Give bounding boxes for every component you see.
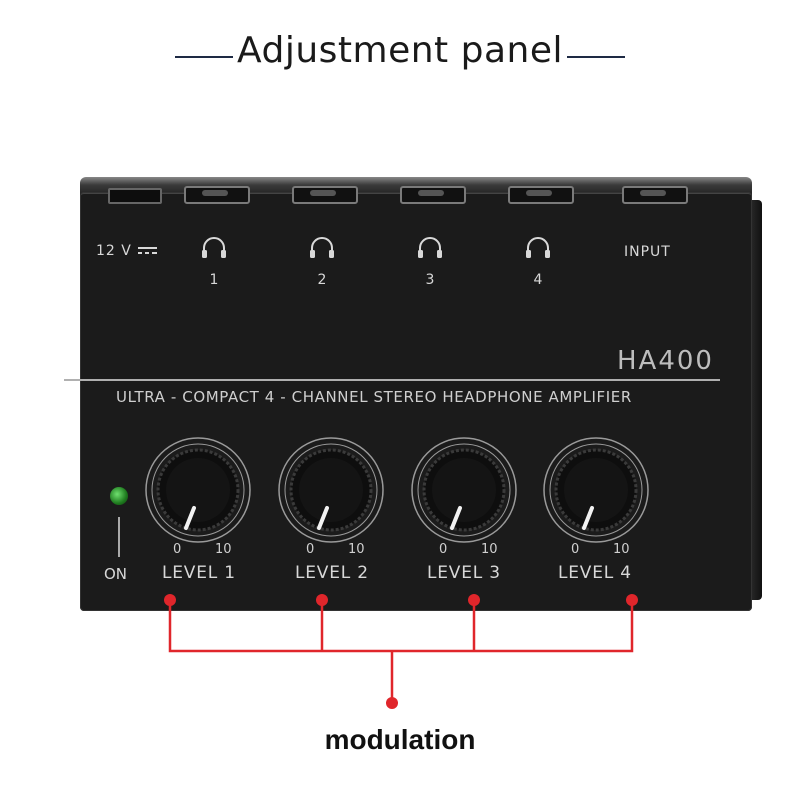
power-led-icon [110, 487, 128, 505]
headphone-jack-3[interactable] [400, 186, 466, 204]
panel-divider-line [64, 379, 720, 381]
input-label: INPUT [624, 244, 671, 260]
dc-power-icon [138, 247, 158, 254]
product-description: ULTRA - COMPACT 4 - CHANNEL STEREO HEADP… [116, 388, 632, 406]
title-block: Adjustment panel [0, 30, 800, 80]
caption-modulation: modulation [324, 724, 476, 755]
callout-dot [626, 594, 638, 606]
knob-cap [299, 458, 363, 522]
headphone-icon [526, 237, 550, 258]
power-label: 12 V [96, 243, 132, 259]
callout-dot [316, 594, 328, 606]
knob-scale [145, 437, 251, 543]
knob-cap [564, 458, 628, 522]
knob-pointer [317, 506, 329, 530]
knob-max-label: 10 [215, 542, 232, 557]
headphone-jack-2[interactable] [292, 186, 358, 204]
input-jack[interactable] [622, 186, 688, 204]
headphone-icon [310, 237, 334, 258]
knob-min-label: 0 [439, 542, 448, 557]
knob-min-label: 0 [306, 542, 315, 557]
level-knob-4[interactable] [540, 434, 652, 546]
level-label-3: LEVEL 3 [427, 563, 501, 583]
power-on-label: ON [104, 565, 128, 583]
level-label-1: LEVEL 1 [162, 563, 236, 583]
headphone-icon [202, 237, 226, 258]
dc-power-jack[interactable] [108, 188, 162, 204]
knob-scale [278, 437, 384, 543]
headphone-icon [418, 237, 442, 258]
knob-min-label: 0 [571, 542, 580, 557]
headphone-jack-1[interactable] [184, 186, 250, 204]
headphone-jack-4[interactable] [508, 186, 574, 204]
callout-bracket [168, 600, 634, 653]
knob-min-label: 0 [173, 542, 182, 557]
power-label-wrap: 12 V [96, 243, 159, 259]
knob-pointer [582, 506, 594, 530]
knob-cap [166, 458, 230, 522]
knob-max-label: 10 [348, 542, 365, 557]
callout-dot [468, 594, 480, 606]
knob-scale [411, 437, 517, 543]
knob-pointer [184, 506, 196, 530]
led-indicator-line [118, 517, 120, 557]
model-name: HA400 [617, 346, 714, 376]
headphone-output-number: 3 [425, 272, 435, 288]
knob-max-label: 10 [613, 542, 630, 557]
level-knob-2[interactable] [275, 434, 387, 546]
level-label-4: LEVEL 4 [558, 563, 632, 583]
headphone-output-number: 4 [533, 272, 543, 288]
headphone-output-number: 1 [209, 272, 219, 288]
title-decor-line-left [175, 56, 233, 58]
level-label-2: LEVEL 2 [295, 563, 369, 583]
knob-scale [543, 437, 649, 543]
level-knob-3[interactable] [408, 434, 520, 546]
device-side-edge [750, 200, 762, 600]
callout-dot [386, 697, 398, 709]
level-knob-1[interactable] [142, 434, 254, 546]
knob-pointer [450, 506, 462, 530]
knob-max-label: 10 [481, 542, 498, 557]
headphone-output-number: 2 [317, 272, 327, 288]
title-decor-line-right [567, 56, 625, 58]
callout-dot [164, 594, 176, 606]
knob-cap [432, 458, 496, 522]
page-title: Adjustment panel [236, 30, 563, 71]
